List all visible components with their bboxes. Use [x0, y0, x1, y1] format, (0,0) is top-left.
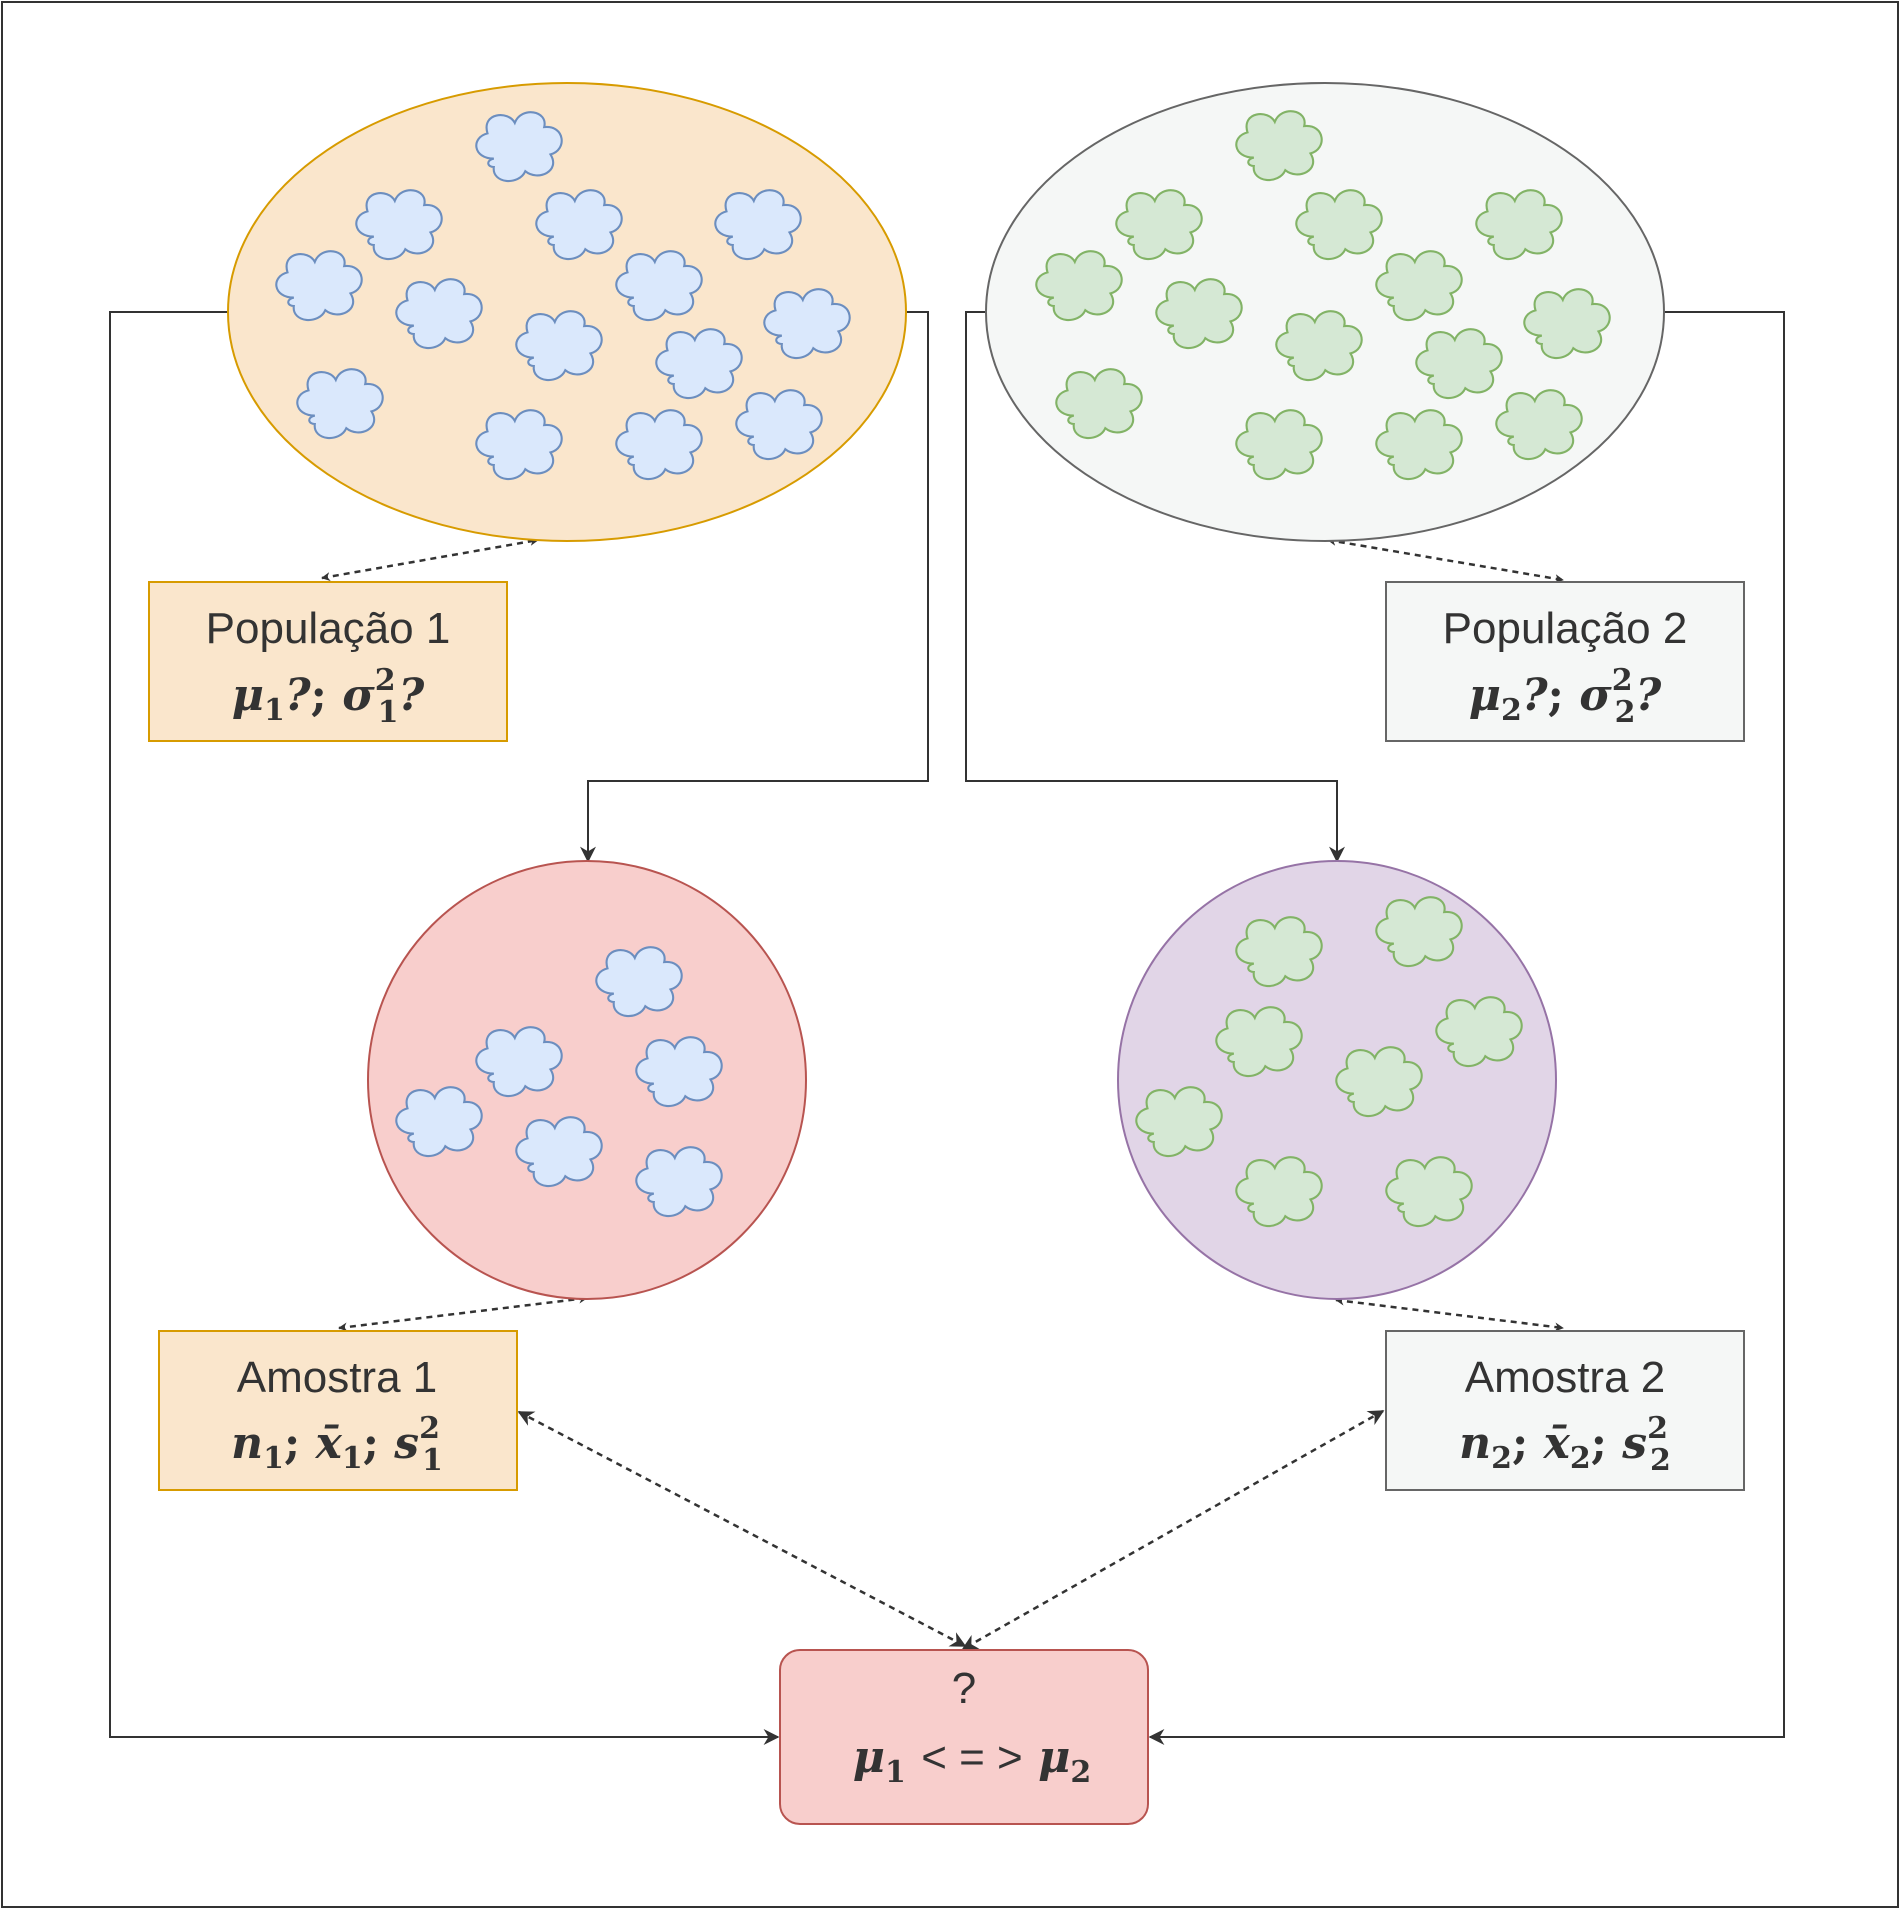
green-cloud-icon [1035, 250, 1123, 321]
sample1-title: Amostra 1 [237, 1353, 438, 1402]
green-cloud-icon [1215, 1006, 1303, 1077]
link-sample1-label [338, 1294, 588, 1332]
blue-cloud-icon [735, 389, 823, 460]
green-cloud-icon [1235, 409, 1323, 480]
population1-box [148, 581, 508, 742]
blue-cloud-icon [535, 189, 623, 260]
green-cloud-icon [1135, 1086, 1223, 1157]
green-cloud-icon [1385, 1156, 1473, 1227]
blue-cloud-icon [355, 189, 443, 260]
blue-cloud-icon [395, 278, 483, 349]
population1-title: População 1 [206, 604, 451, 653]
link-population2-label [1327, 536, 1564, 584]
blue-cloud-icon [475, 111, 563, 182]
sample1-circle [367, 860, 807, 1300]
green-cloud-icon [1055, 368, 1143, 439]
green-cloud-icon [1375, 250, 1463, 321]
population2-box [1385, 581, 1745, 742]
green-cloud-icon [1235, 916, 1323, 987]
green-cloud-icon [1335, 1046, 1423, 1117]
green-cloud-icon [1523, 288, 1611, 359]
blue-cloud-icon [763, 288, 851, 359]
blue-cloud-icon [615, 250, 703, 321]
link-sample2-to-result [961, 1409, 1385, 1651]
connector-population1-to-result [109, 311, 780, 1745]
blue-cloud-icon [615, 409, 703, 480]
blue-cloud-icon [714, 189, 802, 260]
blue-cloud-icon [515, 310, 603, 381]
green-cloud-icon [1375, 409, 1463, 480]
green-cloud-icon [1475, 189, 1563, 260]
blue-cloud-icon [595, 946, 683, 1017]
blue-cloud-icon [635, 1036, 723, 1107]
green-cloud-icon [1235, 110, 1323, 181]
result-question: ? [952, 1664, 976, 1713]
blue-cloud-icon [475, 409, 563, 480]
connector-population2-to-result [1148, 311, 1785, 1745]
green-cloud-icon [1155, 278, 1243, 349]
blue-cloud-icon [395, 1086, 483, 1157]
link-sample1-to-result [517, 1410, 967, 1648]
blue-cloud-icon [475, 1026, 563, 1097]
green-cloud-icon [1235, 1156, 1323, 1227]
population2-title: População 2 [1443, 604, 1688, 653]
link-sample2-label [1335, 1296, 1564, 1332]
green-cloud-icon [1415, 328, 1503, 399]
green-cloud-icon [1115, 189, 1203, 260]
blue-cloud-icon [275, 250, 363, 321]
link-population1-label [321, 536, 539, 582]
green-cloud-icon [1435, 996, 1523, 1067]
green-cloud-icon [1375, 896, 1463, 967]
green-cloud-icon [1495, 389, 1583, 460]
blue-cloud-icon [635, 1146, 723, 1217]
blue-cloud-icon [655, 328, 743, 399]
green-cloud-icon [1295, 189, 1383, 260]
blue-cloud-icon [515, 1116, 603, 1187]
sample1-box [158, 1330, 518, 1491]
sample2-box [1385, 1330, 1745, 1491]
result-comparison: μ1 < = > μ2 [853, 1732, 1091, 1793]
connector-population1-to-sample1 [580, 311, 929, 863]
sample2-title: Amostra 2 [1465, 1353, 1666, 1402]
blue-cloud-icon [296, 368, 384, 439]
result-box [779, 1649, 1149, 1825]
green-cloud-icon [1275, 310, 1363, 381]
connector-population2-to-sample2 [965, 311, 1345, 863]
